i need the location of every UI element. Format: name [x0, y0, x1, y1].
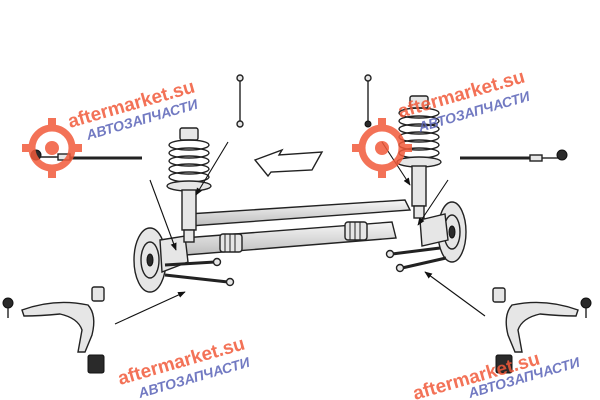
- right-lower-links: [385, 246, 447, 273]
- right-control-arm: [492, 287, 592, 374]
- left-hub-assembly: [133, 227, 189, 293]
- watermark-top-right: aftermarket.su АВТОЗАПЧАСТИ: [352, 67, 532, 178]
- right-stabilizer-link: [364, 74, 372, 128]
- bellows-right: [344, 221, 368, 241]
- direction-arrow: [253, 148, 324, 178]
- pointer-arrow-left-arm: [114, 291, 186, 325]
- watermark-top-left: aftermarket.su АВТОЗАПЧАСТИ: [22, 77, 200, 178]
- gear-icon: [352, 118, 412, 178]
- watermark-bottom-left: aftermarket.su АВТОЗАПЧАСТИ: [116, 334, 253, 400]
- left-coil-spring: [166, 127, 212, 243]
- right-coil-spring: [396, 95, 442, 219]
- left-control-arm: [2, 286, 105, 374]
- right-tie-rod: [460, 149, 568, 162]
- gear-icon: [22, 118, 82, 178]
- pointer-arrow-left-hub: [149, 179, 177, 251]
- right-hub-assembly: [419, 201, 467, 263]
- axle-beam: [182, 199, 412, 256]
- pointer-arrow-right-arm: [424, 271, 486, 317]
- left-stabilizer-link: [236, 74, 244, 128]
- pointer-arrow-left-strut: [195, 141, 229, 196]
- bellows-left: [219, 233, 243, 253]
- left-lower-links: [164, 257, 235, 287]
- pointer-arrow-right-hub: [417, 179, 449, 226]
